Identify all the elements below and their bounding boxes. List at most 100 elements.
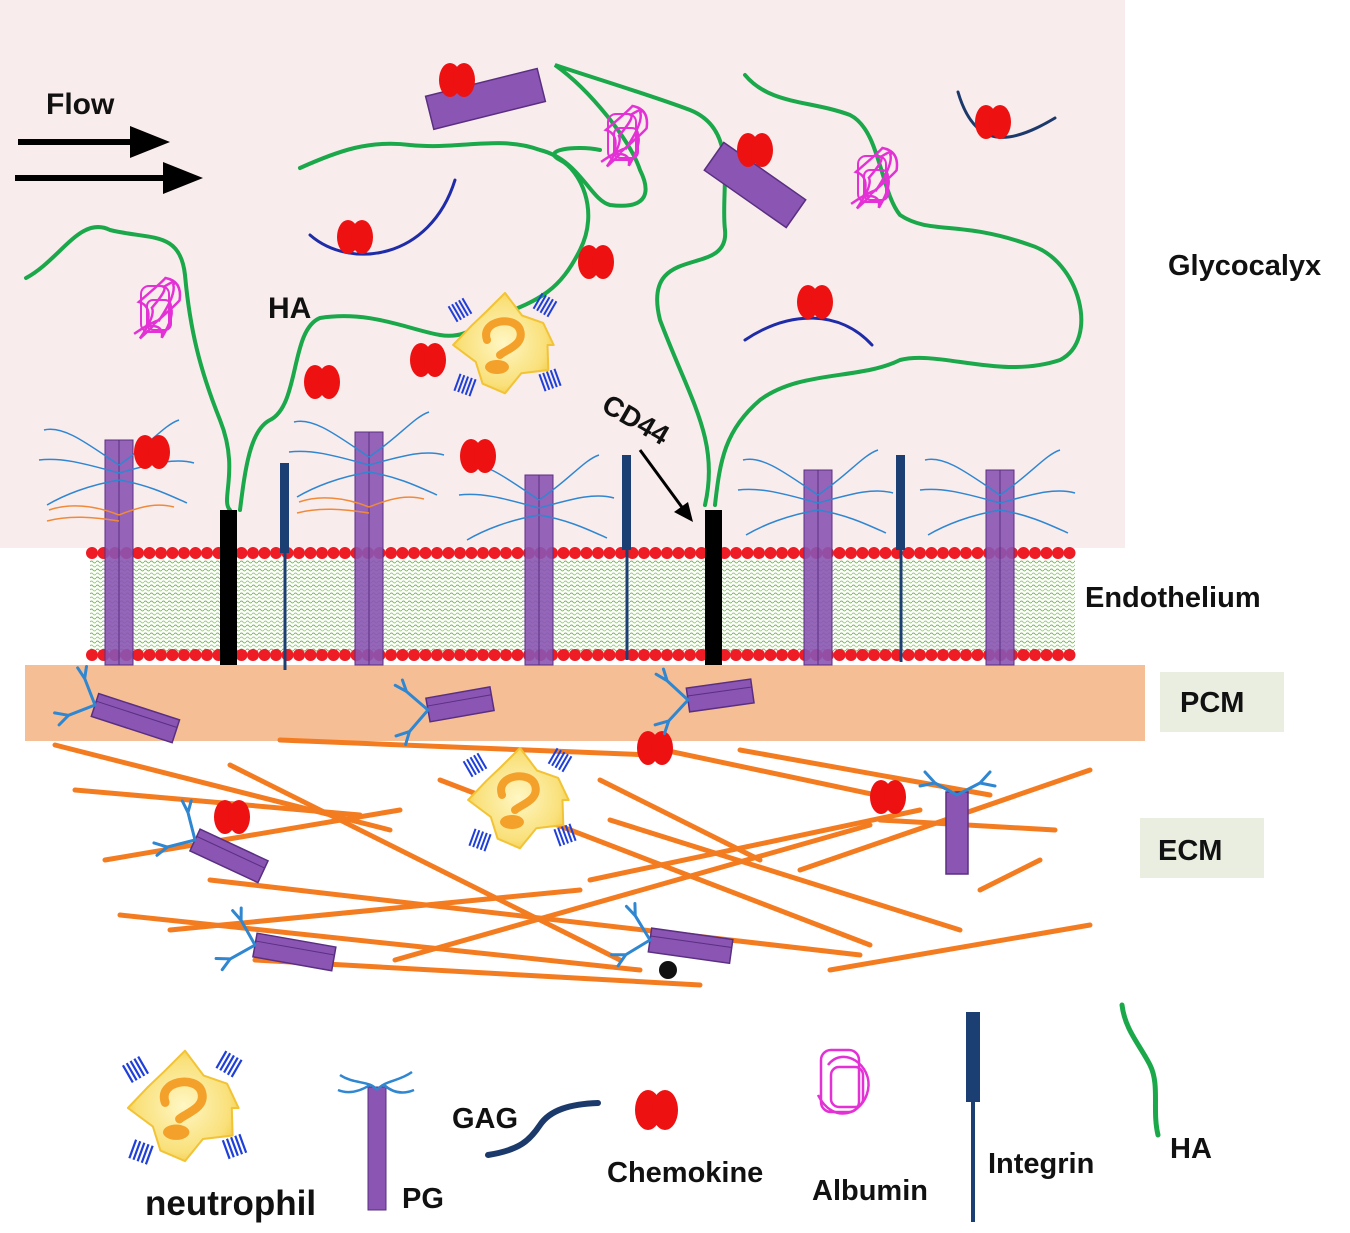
lipid-head — [730, 547, 742, 559]
neutrophil-receptor — [468, 828, 492, 852]
legend-albumin-label: Albumin — [812, 1175, 928, 1207]
lipid-head — [258, 649, 271, 661]
lipid-head — [385, 649, 397, 661]
lipid-head — [477, 547, 489, 559]
lipid-head — [960, 547, 972, 559]
lipid-head — [1063, 649, 1076, 661]
albumin-loop — [816, 1055, 870, 1115]
lipid-head — [1017, 547, 1030, 559]
neutrophil-receptor — [532, 292, 558, 318]
pg-core — [945, 791, 969, 875]
receptor-bar — [226, 1057, 239, 1076]
lipid-head — [856, 649, 869, 661]
lipid-head — [902, 547, 915, 559]
receptor-bar — [464, 377, 473, 396]
receptor-bar — [558, 753, 569, 771]
receptor-bar — [561, 755, 573, 773]
receptor-bar — [144, 1145, 154, 1165]
flow-arrows — [15, 126, 203, 194]
receptor-bar — [137, 1055, 150, 1075]
receptor-bar — [564, 824, 573, 843]
lipid-head — [592, 547, 604, 559]
lipid-head — [695, 649, 708, 661]
ecm-fiber — [227, 762, 623, 963]
y-gag — [53, 664, 97, 727]
gag-branch — [538, 454, 600, 501]
legend-chemokine-icon — [635, 1090, 678, 1130]
lipid-head — [937, 649, 949, 661]
ha-chain-1 — [24, 225, 232, 512]
chemokine-lobe — [351, 220, 373, 254]
lipid-head — [879, 547, 892, 559]
lipid-head — [304, 547, 317, 559]
albumin-loop — [607, 113, 637, 161]
receptor-bar — [551, 749, 562, 767]
receptor-bar — [532, 292, 544, 310]
receptor-bar — [553, 368, 562, 387]
chemokine-lobe — [318, 365, 340, 399]
lipid-head — [178, 547, 190, 559]
lipid-head — [385, 547, 397, 559]
orange-gag — [296, 508, 370, 514]
lipid-head — [603, 547, 616, 559]
integrins — [280, 455, 905, 670]
receptor-bar — [466, 758, 477, 776]
lipid-head — [442, 649, 455, 661]
lipid-head — [511, 649, 524, 661]
chemokine — [460, 439, 496, 473]
legend — [121, 1002, 1161, 1222]
lipid-head — [914, 547, 926, 559]
lipid-head — [431, 547, 443, 559]
lipid-head — [419, 547, 432, 559]
chemokines — [134, 63, 1011, 834]
receptor-bar — [538, 373, 547, 392]
gag-branch — [43, 428, 120, 466]
receptor-bar — [129, 1060, 142, 1079]
lipid-head — [270, 649, 282, 661]
cd44-pointer — [638, 449, 693, 522]
y-gag — [214, 906, 257, 972]
integrin-head — [280, 463, 289, 553]
receptor-bar — [461, 297, 473, 315]
receptor-bar — [225, 1138, 235, 1158]
neutrophil-receptor — [121, 1055, 150, 1084]
receptor-bar — [542, 372, 551, 391]
lipid-head — [764, 649, 777, 661]
lipid-head — [925, 649, 938, 661]
lipid-head — [741, 547, 754, 559]
lipid-head — [281, 649, 294, 661]
lipid-head — [477, 649, 489, 661]
neutrophil — [121, 1049, 248, 1165]
receptor-bar — [136, 1142, 146, 1162]
lipid-head — [166, 547, 179, 559]
receptor-bar — [140, 1143, 150, 1164]
lipid-head — [845, 547, 857, 559]
neutrophil-receptor — [221, 1133, 248, 1160]
lipid-head — [293, 547, 305, 559]
receptor-bar — [553, 828, 562, 847]
lipid-head — [431, 649, 443, 661]
receptor-bar — [462, 760, 474, 778]
receptor-bar — [230, 1059, 243, 1078]
lipid-head — [86, 547, 98, 559]
lipid-head — [316, 547, 328, 559]
legend-neutrophil-icon — [121, 1049, 248, 1165]
lipid-head — [201, 649, 213, 661]
receptor-bar — [451, 303, 462, 321]
y-gag — [610, 902, 652, 968]
ecm-fiber — [392, 822, 873, 963]
lipid-head — [454, 649, 466, 661]
receptor-bar — [536, 294, 547, 312]
pcm-band — [25, 665, 1145, 741]
neutrophil-nucleus — [163, 1124, 190, 1140]
chemokine — [975, 105, 1011, 139]
membrane-proteoglycans — [38, 411, 1076, 666]
gag-branch — [538, 495, 615, 509]
lipid-head — [557, 649, 570, 661]
legend-pg-icon — [337, 1070, 415, 1211]
lipid-head — [247, 547, 259, 559]
chemokine — [214, 800, 250, 834]
flow-arrow-head — [163, 162, 203, 194]
albumin-loop — [613, 127, 639, 159]
